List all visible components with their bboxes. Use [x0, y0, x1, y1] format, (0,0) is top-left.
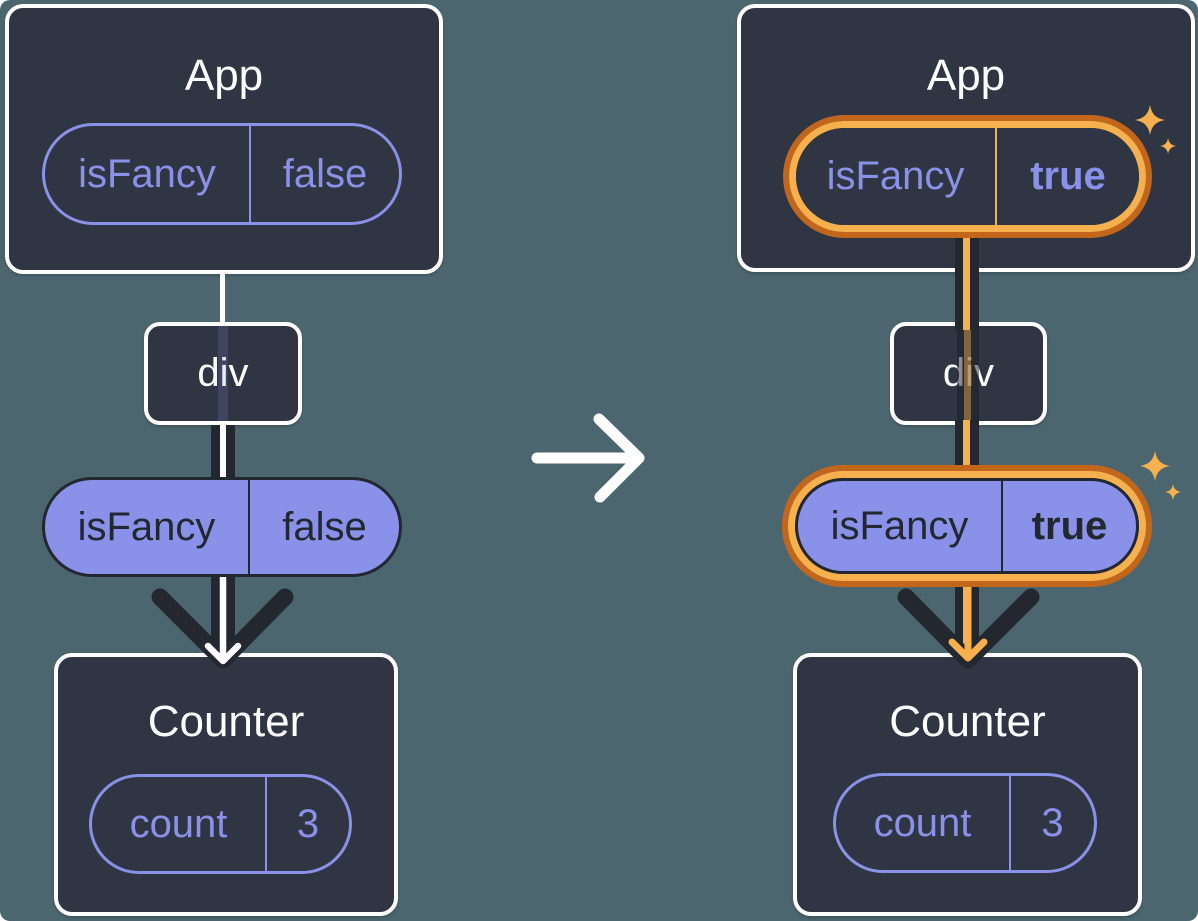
component-title: Counter: [889, 697, 1046, 746]
connector-stripe: [218, 326, 228, 421]
state-name: count: [92, 777, 267, 871]
sparkle-icon: [1135, 105, 1177, 155]
counter-component-box: Counter count 3: [54, 653, 398, 916]
app-component-box: App isFancy false: [5, 4, 443, 274]
right-arrow-icon: [531, 413, 645, 503]
prop-flow-line-core: [963, 420, 970, 478]
state-pill: isFancy false: [42, 123, 402, 225]
state-value: 3: [296, 801, 320, 846]
prop-flow-line-core: [963, 234, 970, 330]
sparkle-icon: [1140, 451, 1182, 501]
state-name: count: [836, 776, 1011, 870]
counter-component-box: Counter count 3: [793, 653, 1142, 916]
component-title: App: [184, 51, 264, 100]
prop-value: false: [282, 504, 367, 549]
div-node-label: div: [197, 351, 249, 395]
down-arrow-icon: [151, 573, 294, 669]
highlighted-prop-pill: isFancy true: [782, 465, 1152, 587]
prop-value: true: [1031, 503, 1108, 548]
component-title: App: [926, 51, 1006, 100]
tree-connector-line: [220, 272, 225, 324]
state-name: isFancy: [796, 128, 997, 225]
highlighted-state-pill: isFancy true: [783, 115, 1152, 238]
connector-stripe: [957, 326, 979, 421]
prop-pill: isFancy false: [42, 477, 402, 577]
prop-name: isFancy: [45, 480, 250, 574]
state-value: true: [1030, 154, 1106, 198]
component-title: Counter: [147, 697, 305, 746]
down-arrow-icon: [897, 573, 1040, 669]
state-name: isFancy: [45, 126, 251, 222]
prop-name: isFancy: [798, 481, 1003, 571]
div-node-box: div: [144, 322, 302, 425]
state-pill: count 3: [89, 774, 352, 874]
state-pill: count 3: [833, 773, 1097, 873]
state-value: 3: [1041, 800, 1064, 845]
div-node-box: div: [890, 322, 1047, 425]
connector-stripe-core: [964, 326, 971, 421]
state-value: false: [282, 151, 368, 196]
